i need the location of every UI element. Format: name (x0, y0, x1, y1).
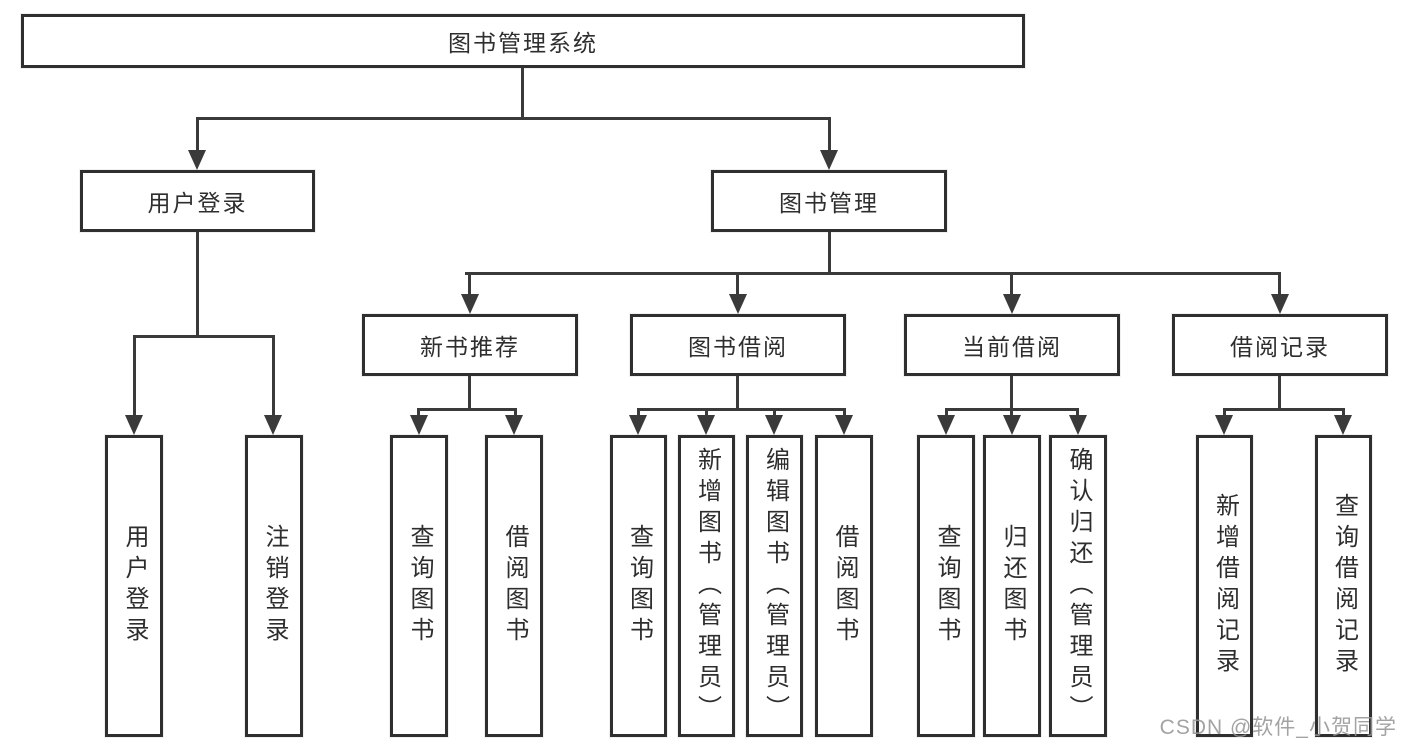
arrow-down-icon (765, 415, 783, 435)
node-book-borrowing: 图书借阅 (630, 314, 846, 376)
connector-line (1278, 376, 1281, 408)
leaf-edit-books-admin: 编辑图书（管理员） (746, 435, 803, 737)
arrow-down-icon (125, 415, 143, 435)
connector-line (637, 408, 846, 411)
node-user-login: 用户登录 (80, 170, 315, 232)
arrow-down-icon (937, 415, 955, 435)
connector-line (196, 232, 199, 335)
leaf-query-books-recommend-label: 查询图书 (406, 524, 433, 648)
leaf-borrow-books-borrowing: 借阅图书 (815, 435, 873, 737)
connector-line (196, 117, 199, 150)
leaf-confirm-return-admin: 确认归还（管理员） (1049, 435, 1107, 737)
arrow-down-icon (697, 415, 715, 435)
leaf-user-login: 用户登录 (105, 435, 163, 737)
connector-line (736, 376, 739, 408)
leaf-borrow-books-recommend: 借阅图书 (485, 435, 543, 737)
connector-line (1223, 408, 1345, 411)
node-borrowing-records: 借阅记录 (1172, 314, 1388, 376)
connector-line (417, 408, 517, 411)
node-new-book-recommendation-label: 新书推荐 (420, 334, 520, 360)
arrow-down-icon (1003, 415, 1021, 435)
connector-line (133, 335, 136, 415)
leaf-add-books-admin-label: 新增图书（管理员） (693, 446, 721, 726)
connector-line (417, 408, 420, 417)
arrow-down-icon (729, 294, 747, 314)
connector-line (1010, 376, 1013, 408)
arrow-down-icon (1215, 415, 1233, 435)
leaf-query-borrow-record-label: 查询借阅记录 (1330, 493, 1358, 679)
arrow-down-icon (461, 294, 479, 314)
node-system-root: 图书管理系统 (21, 14, 1025, 68)
connector-line (468, 272, 471, 294)
connector-line (637, 408, 640, 417)
connector-line (521, 68, 524, 118)
arrow-down-icon (629, 415, 647, 435)
leaf-edit-books-admin-label: 编辑图书（管理员） (761, 446, 789, 726)
leaf-query-books-recommend: 查询图书 (390, 435, 448, 737)
arrow-down-icon (505, 415, 523, 435)
connector-line (1223, 408, 1226, 417)
leaf-query-books-borrowing-label: 查询图书 (625, 524, 653, 648)
arrow-down-icon (1003, 294, 1021, 314)
node-new-book-recommendation: 新书推荐 (362, 314, 578, 376)
node-book-borrowing-label: 图书借阅 (688, 334, 788, 360)
csdn-watermark: CSDN @软件_小贺同学 (1159, 716, 1397, 739)
arrow-down-icon (835, 415, 853, 435)
arrow-down-icon (188, 150, 206, 170)
connector-line (828, 232, 831, 272)
connector-line (1010, 272, 1013, 294)
node-current-borrowing-label: 当前借阅 (962, 334, 1062, 360)
leaf-return-books: 归还图书 (983, 435, 1041, 737)
leaf-add-borrow-record-label: 新增借阅记录 (1211, 493, 1239, 679)
leaf-borrow-books-borrowing-label: 借阅图书 (831, 524, 858, 648)
leaf-user-login-label: 用户登录 (121, 524, 148, 648)
leaf-borrow-books-recommend-label: 借阅图书 (501, 524, 528, 648)
connector-line (1278, 272, 1281, 294)
leaf-return-books-label: 归还图书 (999, 524, 1026, 648)
connector-line (843, 408, 846, 417)
connector-line (133, 335, 275, 338)
connector-line (272, 335, 275, 415)
connector-line (514, 408, 517, 417)
leaf-logout-login-label: 注销登录 (261, 524, 288, 648)
arrow-down-icon (820, 150, 838, 170)
node-system-root-label: 图书管理系统 (448, 30, 598, 56)
leaf-query-books-borrowing: 查询图书 (610, 435, 667, 737)
arrow-down-icon (1334, 415, 1352, 435)
leaf-logout-login: 注销登录 (245, 435, 303, 737)
leaf-query-books-current-label: 查询图书 (933, 524, 960, 648)
arrow-down-icon (410, 415, 428, 435)
connector-line (736, 272, 739, 294)
arrow-down-icon (264, 415, 282, 435)
node-book-management-label: 图书管理 (779, 190, 879, 216)
connector-line (468, 376, 471, 408)
connector-line (705, 408, 708, 417)
arrow-down-icon (1069, 415, 1087, 435)
connector-line (828, 117, 831, 150)
node-current-borrowing: 当前借阅 (904, 314, 1120, 376)
connector-line (773, 408, 776, 417)
leaf-query-books-current: 查询图书 (917, 435, 975, 737)
node-borrowing-records-label: 借阅记录 (1230, 334, 1330, 360)
connector-line (1076, 408, 1079, 417)
arrow-down-icon (1271, 294, 1289, 314)
connector-line (196, 117, 831, 120)
connector-line (465, 272, 1281, 275)
node-book-management: 图书管理 (711, 170, 947, 232)
connector-line (945, 408, 948, 417)
node-user-login-label: 用户登录 (147, 190, 248, 216)
connector-line (1342, 408, 1345, 417)
connector-line (1010, 408, 1013, 417)
leaf-add-borrow-record: 新增借阅记录 (1196, 435, 1253, 737)
leaf-query-borrow-record: 查询借阅记录 (1315, 435, 1372, 737)
leaf-confirm-return-admin-label: 确认归还（管理员） (1065, 446, 1092, 726)
leaf-add-books-admin: 新增图书（管理员） (678, 435, 735, 737)
